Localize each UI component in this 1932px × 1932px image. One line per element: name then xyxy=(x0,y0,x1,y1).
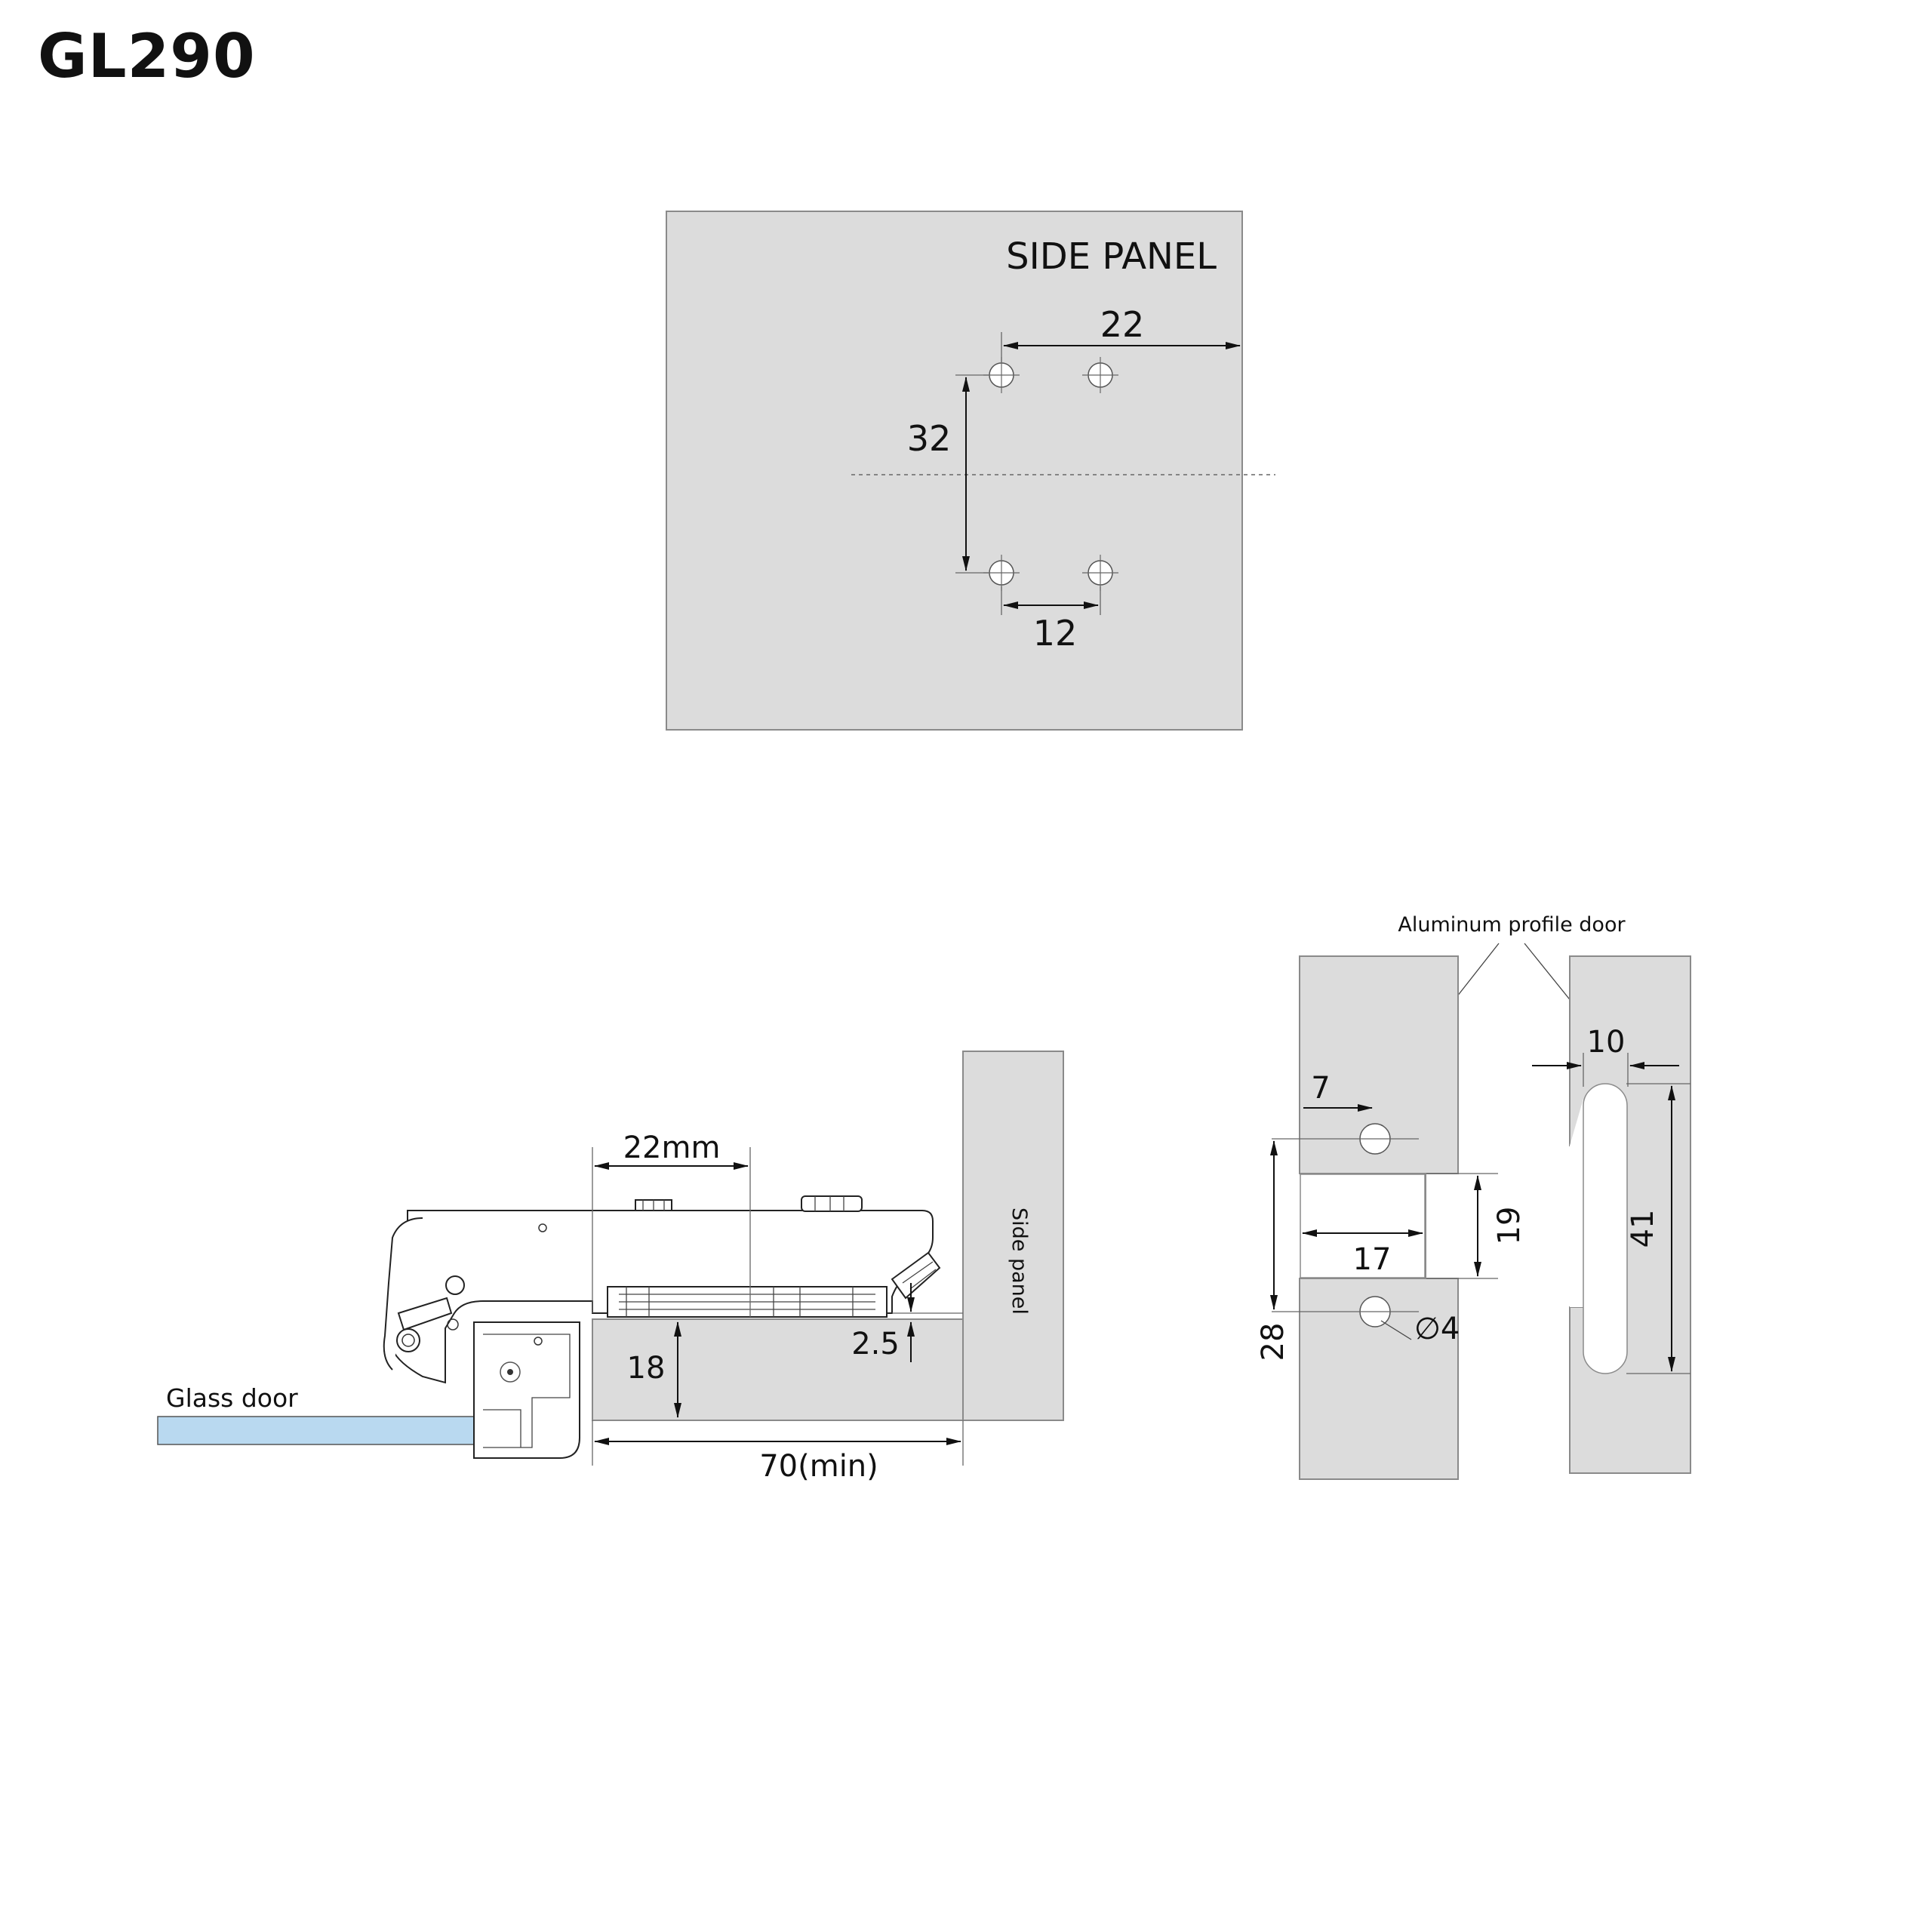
dim-2-5-text: 2.5 xyxy=(851,1327,900,1361)
hole-top-right xyxy=(1082,357,1118,393)
dim-7-text: 7 xyxy=(1311,1071,1330,1106)
dim-diameter-4-text: ∅4 xyxy=(1414,1312,1460,1346)
aluminum-profile-label: Aluminum profile door xyxy=(1398,913,1626,937)
side-panel-section xyxy=(962,1051,1064,1421)
dim-17-text: 17 xyxy=(1353,1242,1392,1277)
aluminum-profile-view: Aluminum profile door 7 17 19 28 ∅4 xyxy=(1256,913,1691,1480)
glass-clamp-housing xyxy=(473,1321,580,1459)
glass-door xyxy=(157,1416,516,1445)
dim-70min-text: 70(min) xyxy=(759,1449,878,1484)
dim-41-text: 41 xyxy=(1626,1210,1660,1248)
dim-22mm-text: 22mm xyxy=(623,1131,721,1165)
dim-10-text: 10 xyxy=(1587,1025,1626,1060)
slot xyxy=(1583,1083,1628,1374)
pivot-hole xyxy=(445,1275,465,1295)
side-panel-plate xyxy=(666,211,1243,731)
hole-bottom-left xyxy=(983,555,1020,591)
drawing-title: GL290 xyxy=(38,21,256,91)
hinge-spring-tip xyxy=(891,1251,941,1300)
hinge-section-view: Side panel Glass door xyxy=(157,1051,1064,1484)
dim-18-text: 18 xyxy=(627,1351,666,1386)
cutout-17x19 xyxy=(1300,1174,1426,1278)
hole-bottom-right xyxy=(1082,555,1118,591)
adjust-screw xyxy=(801,1195,863,1212)
lower-pivot xyxy=(396,1328,420,1352)
side-panel-section-label: Side panel xyxy=(1008,1208,1031,1315)
side-panel-view: SIDE PANEL 22 32 xyxy=(666,211,1275,731)
dim-12-text: 12 xyxy=(1033,613,1078,654)
dim-28-text: 28 xyxy=(1256,1323,1291,1361)
dim-22-text: 22 xyxy=(1100,304,1145,345)
hole-top-left xyxy=(983,357,1020,393)
glass-door-label: Glass door xyxy=(166,1383,298,1413)
side-panel-label: SIDE PANEL xyxy=(1006,235,1217,278)
dim-19-text: 19 xyxy=(1492,1207,1527,1245)
mounting-panel xyxy=(592,1318,964,1421)
dim-32-text: 32 xyxy=(907,418,952,459)
